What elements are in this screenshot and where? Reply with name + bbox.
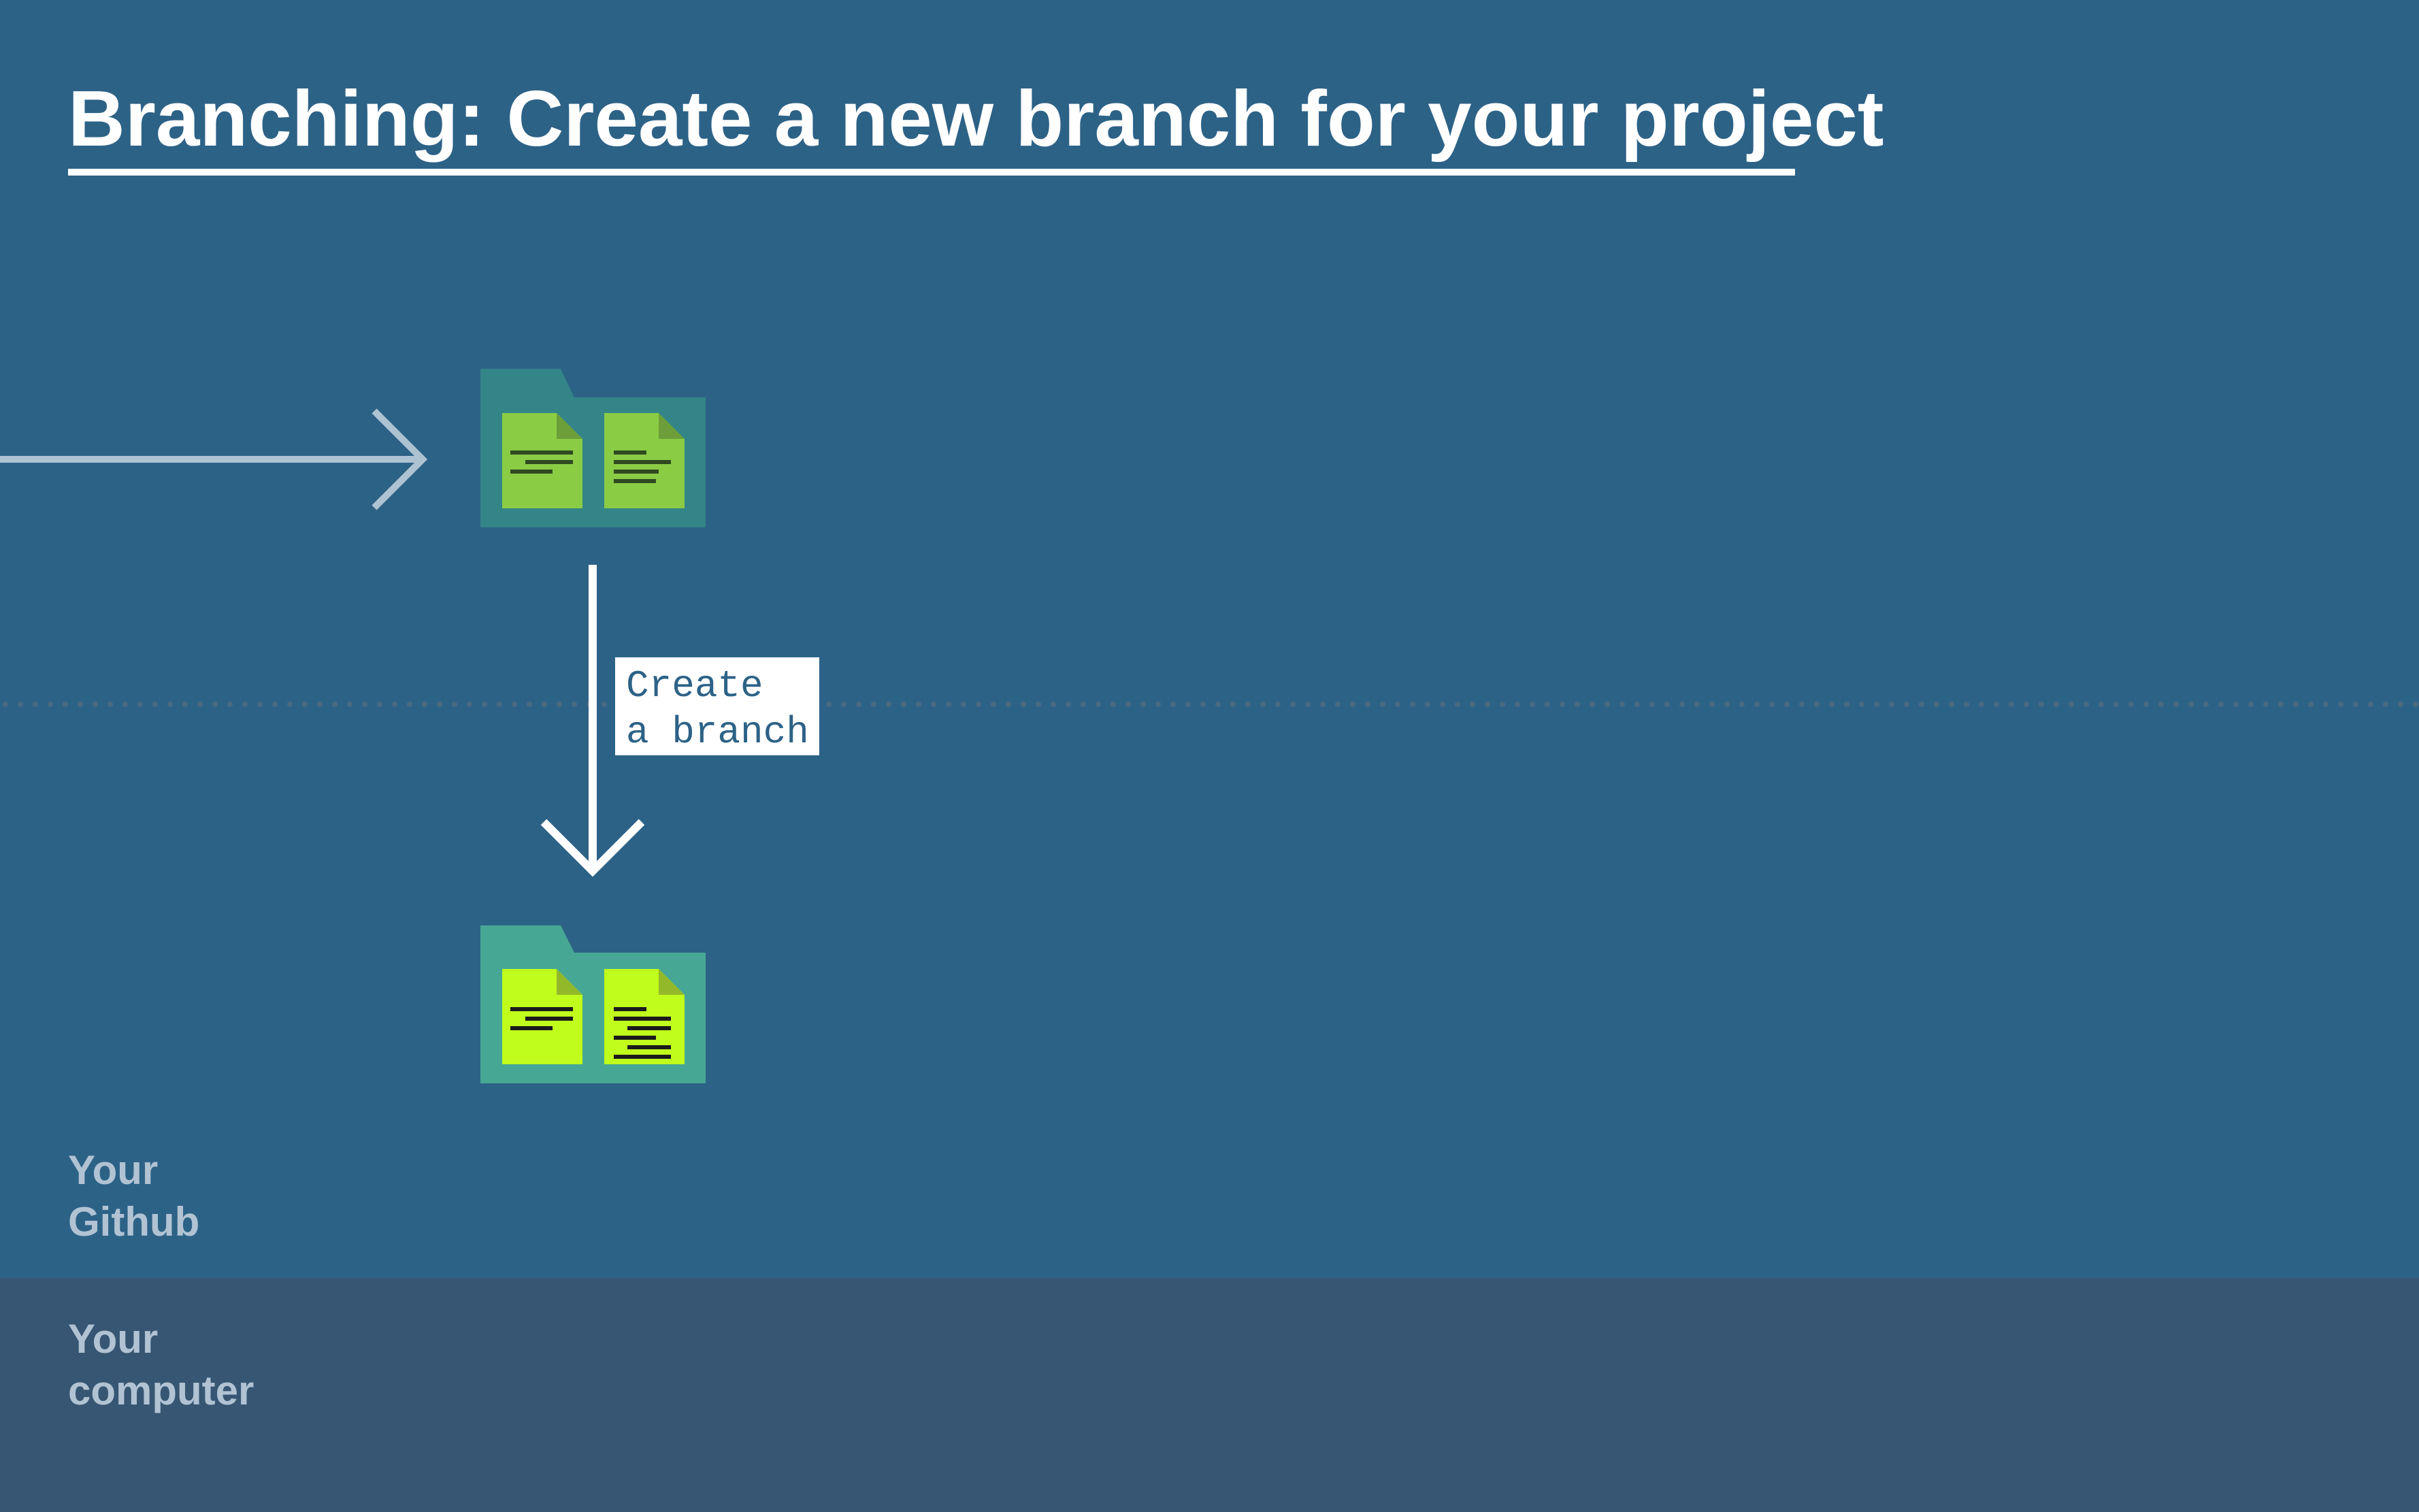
incoming-arrow-head bbox=[372, 408, 428, 510]
title-underline bbox=[68, 169, 1795, 176]
branch-file-icon bbox=[502, 969, 582, 1064]
computer-zone-label-line1: Your bbox=[68, 1316, 159, 1362]
create-branch-arrow bbox=[540, 565, 645, 877]
branch-folder-icon bbox=[480, 925, 706, 1083]
github-zone-label-line1: Your bbox=[68, 1147, 159, 1193]
remote-file-icon bbox=[604, 413, 685, 508]
computer-zone-label: Your computer bbox=[68, 1313, 254, 1417]
remote-file-icon bbox=[502, 413, 582, 508]
create-branch-label: Create a branch bbox=[615, 657, 819, 755]
branch-file-icon bbox=[604, 969, 685, 1064]
create-branch-arrow-head bbox=[540, 819, 645, 877]
computer-zone-label-line2: computer bbox=[68, 1368, 254, 1413]
computer-zone-band bbox=[0, 1278, 2419, 1512]
create-branch-label-line1: Create bbox=[626, 664, 763, 708]
remote-repo-folder-icon bbox=[480, 369, 706, 527]
github-zone-label-line2: Github bbox=[68, 1199, 200, 1245]
page-title: Branching: Create a new branch for your … bbox=[68, 74, 1884, 163]
incoming-arrow bbox=[0, 408, 428, 510]
create-branch-label-line2: a branch bbox=[626, 710, 809, 754]
github-zone-label: Your Github bbox=[68, 1145, 199, 1248]
